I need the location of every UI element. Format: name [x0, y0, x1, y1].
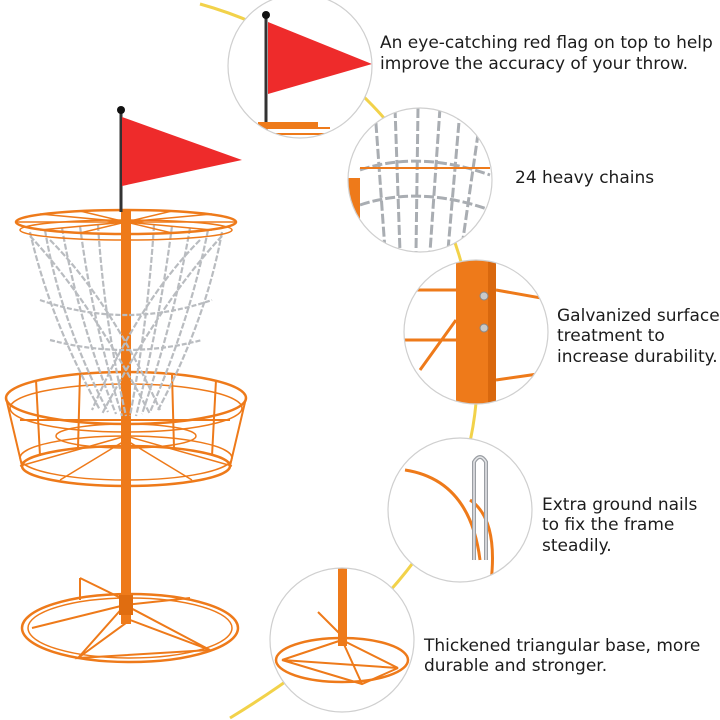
caption-chains: 24 heavy chains: [515, 168, 655, 188]
catching-tray: [4, 370, 248, 488]
caption-flag: An eye-catching red flag on top to help …: [380, 33, 713, 74]
chain-support-ring: [14, 208, 238, 241]
caption-ground-nails: Extra ground nails to fix the frame stea…: [542, 495, 698, 556]
disc-golf-basket: [4, 106, 248, 664]
caption-triangular-base: Thickened triangular base, more durable …: [424, 636, 701, 677]
basket-chains: [28, 224, 224, 417]
pole-bracket-closeup-icon: [403, 259, 549, 405]
chains-closeup-icon: [347, 107, 493, 253]
ground-nail-closeup-icon: [387, 437, 533, 583]
basket-pole: [121, 210, 131, 624]
caption-galvanized: Galvanized surface treatment to increase…: [557, 306, 720, 367]
red-flag: [117, 106, 242, 212]
triangular-base-closeup-icon: [269, 567, 415, 713]
red-flag-closeup-icon: [227, 0, 373, 139]
